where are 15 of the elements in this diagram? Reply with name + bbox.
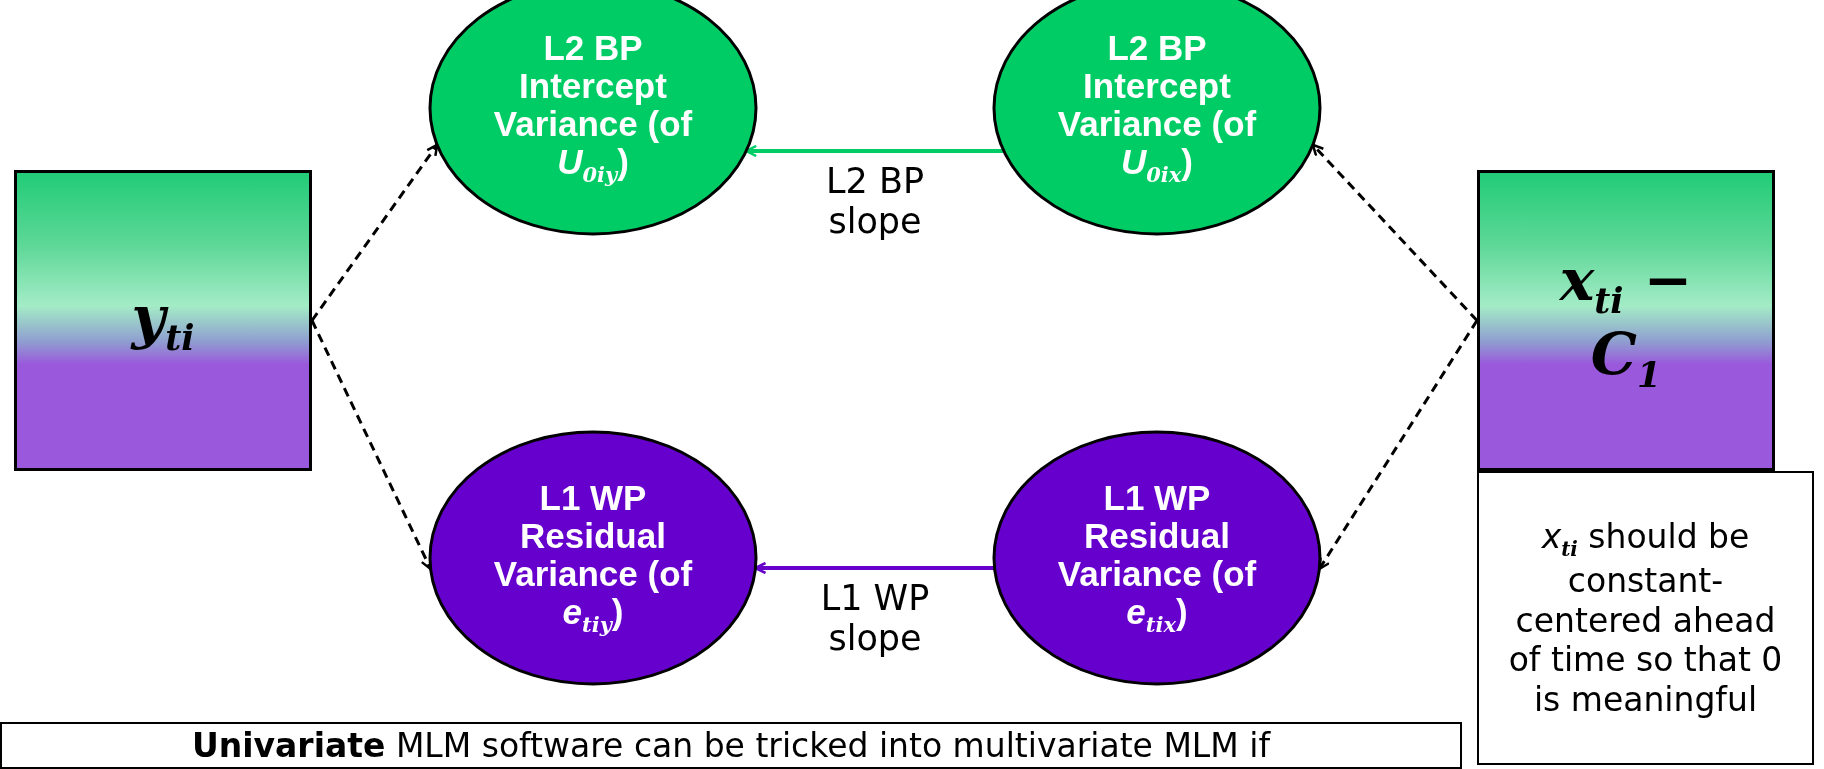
note-text: Univariate MLM software can be tricked into multivariate MLM if: [192, 725, 1270, 766]
ellipse-label: L2 BP Intercept Variance (of U$_{0iy}$): [493, 29, 693, 187]
arrow: [754, 561, 995, 575]
ellipse-label: L2 BP Intercept Variance (of U$_{0ix}$): [1057, 29, 1257, 187]
arrow: [310, 143, 439, 322]
note-box: [0, 722, 1462, 769]
ellipse-label: L1 WP Residual Variance (of e$_{tiy}$): [493, 479, 693, 637]
variable-label: x$_{ti}$ − C$_{1}$: [1558, 246, 1694, 395]
note-box: [1477, 471, 1814, 765]
note-text: x$_{ti}$ should be constant-centered ahead of time so that 0 is meaningful: [1507, 516, 1784, 720]
variable-label: y$_{ti}$: [129, 283, 196, 358]
variable-box: [14, 170, 312, 471]
arrow: [1311, 143, 1479, 322]
ellipse-label: L1 WP Residual Variance (of e$_{tix}$): [1057, 479, 1257, 637]
variable-box: [1477, 170, 1775, 471]
